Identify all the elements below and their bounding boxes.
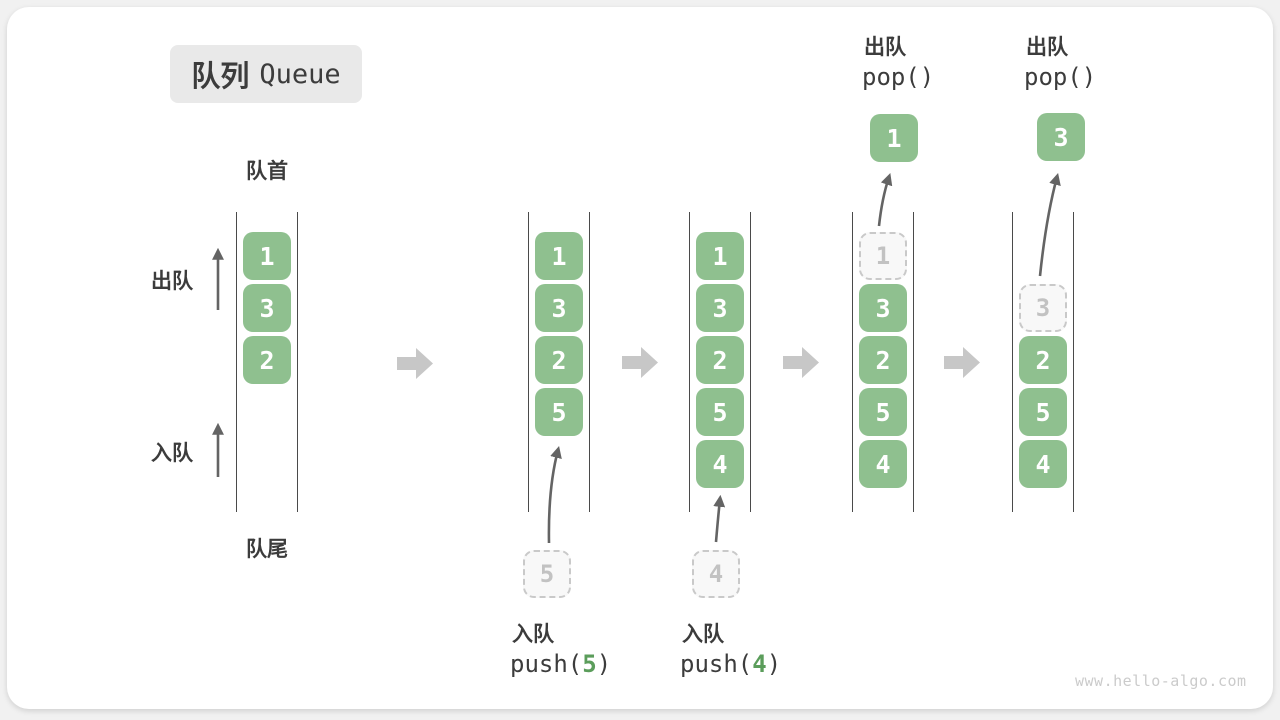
- queue-item: 3: [243, 284, 291, 332]
- queue-item: 5: [535, 388, 583, 436]
- code-arg: 5: [582, 650, 597, 678]
- queue-item: 2: [696, 336, 744, 384]
- label-enqueue-side: 入队: [151, 441, 193, 465]
- diagram-card: [7, 7, 1273, 709]
- queue-item: 2: [859, 336, 907, 384]
- queue-item: 1: [243, 232, 291, 280]
- op-pop1-label: 出队: [864, 35, 906, 59]
- op-pop2-label: 出队: [1026, 35, 1068, 59]
- code-text: push(: [680, 650, 753, 678]
- queue-column-4: [852, 212, 914, 512]
- label-queue-rear: 队尾: [246, 537, 288, 561]
- op-pop1-code: pop(): [862, 63, 935, 91]
- queue-item: 5: [859, 388, 907, 436]
- queue-item: 3: [859, 284, 907, 332]
- queue-item: 1: [696, 232, 744, 280]
- label-queue-front: 队首: [246, 159, 288, 183]
- op-push5-label: 入队: [512, 622, 554, 646]
- queue-column-5: [1012, 212, 1074, 512]
- queue-column-3: [689, 212, 751, 512]
- code-text: push(: [510, 650, 583, 678]
- title-en: Queue: [259, 58, 341, 90]
- queue-item: 4: [1019, 440, 1067, 488]
- label-dequeue-side: 出队: [151, 269, 193, 293]
- queue-item: 4: [859, 440, 907, 488]
- code-arg: 4: [752, 650, 767, 678]
- queue-item: 2: [535, 336, 583, 384]
- title-zh: 队列: [191, 59, 250, 93]
- queue-item: 1: [535, 232, 583, 280]
- op-pop2-code: pop(): [1024, 63, 1097, 91]
- queue-item: 3: [535, 284, 583, 332]
- op-push4-label: 入队: [682, 622, 724, 646]
- queue-item: 4: [696, 440, 744, 488]
- pending-push-item: 4: [692, 550, 740, 598]
- code-text: ): [596, 650, 612, 678]
- popped-item: 3: [1037, 113, 1085, 161]
- popped-item: 1: [870, 114, 918, 162]
- queue-item-removed-ghost: 3: [1019, 284, 1067, 332]
- queue-item: 2: [243, 336, 291, 384]
- diagram-title: 队列 Queue: [170, 45, 362, 103]
- pending-push-item: 5: [523, 550, 571, 598]
- queue-column-2: [528, 212, 590, 512]
- queue-item: 5: [1019, 388, 1067, 436]
- queue-item: 2: [1019, 336, 1067, 384]
- queue-item: 3: [696, 284, 744, 332]
- watermark: www.hello-algo.com: [1075, 672, 1247, 690]
- code-text: ): [766, 650, 782, 678]
- queue-column-1: [236, 212, 298, 512]
- op-push5-code: push(5): [510, 650, 611, 678]
- queue-item: 5: [696, 388, 744, 436]
- op-push4-code: push(4): [680, 650, 781, 678]
- queue-item-removed-ghost: 1: [859, 232, 907, 280]
